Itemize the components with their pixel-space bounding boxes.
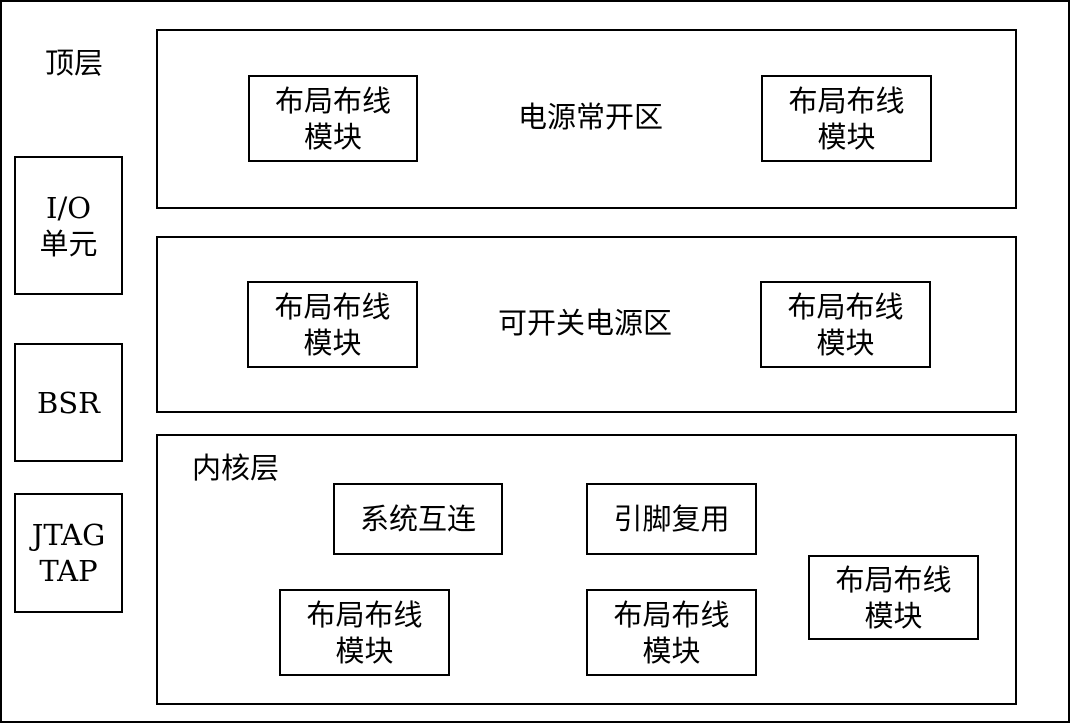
core-pnr-block-1: 布局布线模块	[279, 589, 450, 676]
block-line2: 模块	[303, 119, 362, 154]
core-pnr-block-2: 布局布线模块	[586, 589, 757, 676]
switchable-pnr-block-2: 布局布线模块	[760, 281, 931, 368]
core-layer-label: 内核层	[192, 451, 280, 485]
io-unit-line1: I/O	[45, 190, 91, 225]
system-interconnect-label: 系统互连	[359, 502, 476, 536]
block-line2: 模块	[816, 325, 875, 360]
block-line1: 布局布线	[306, 597, 423, 632]
block-line1: 布局布线	[835, 562, 952, 597]
system-interconnect-block: 系统互连	[333, 483, 503, 555]
block-line2: 模块	[303, 325, 362, 360]
pin-mux-block: 引脚复用	[586, 483, 757, 555]
always-on-region-label: 电源常开区	[518, 100, 664, 134]
block-line2: 模块	[335, 633, 394, 668]
block-line2: 模块	[864, 598, 923, 633]
block-line1: 布局布线	[274, 289, 391, 324]
block-line1: 布局布线	[274, 83, 391, 118]
block-line2: 模块	[817, 119, 876, 154]
bsr-label: BSR	[36, 385, 100, 420]
switchable-pnr-block-1: 布局布线模块	[247, 281, 418, 368]
always-on-pnr-block-1: 布局布线模块	[248, 75, 418, 162]
always-on-pnr-block-2: 布局布线模块	[761, 75, 932, 162]
block-line1: 布局布线	[787, 289, 904, 324]
block-line1: 布局布线	[788, 83, 905, 118]
switchable-region-label: 可开关电源区	[498, 306, 673, 340]
bsr-block: BSR	[14, 343, 123, 462]
block-line2: 模块	[642, 633, 701, 668]
tap-label: TAP	[39, 554, 98, 588]
core-pnr-block-3: 布局布线模块	[808, 555, 979, 640]
top-layer-label: 顶层	[45, 46, 104, 80]
jtag-label: JTAG	[31, 518, 106, 552]
pin-mux-label: 引脚复用	[613, 502, 730, 536]
io-unit-line2: 单元	[39, 226, 98, 261]
block-line1: 布局布线	[613, 597, 730, 632]
